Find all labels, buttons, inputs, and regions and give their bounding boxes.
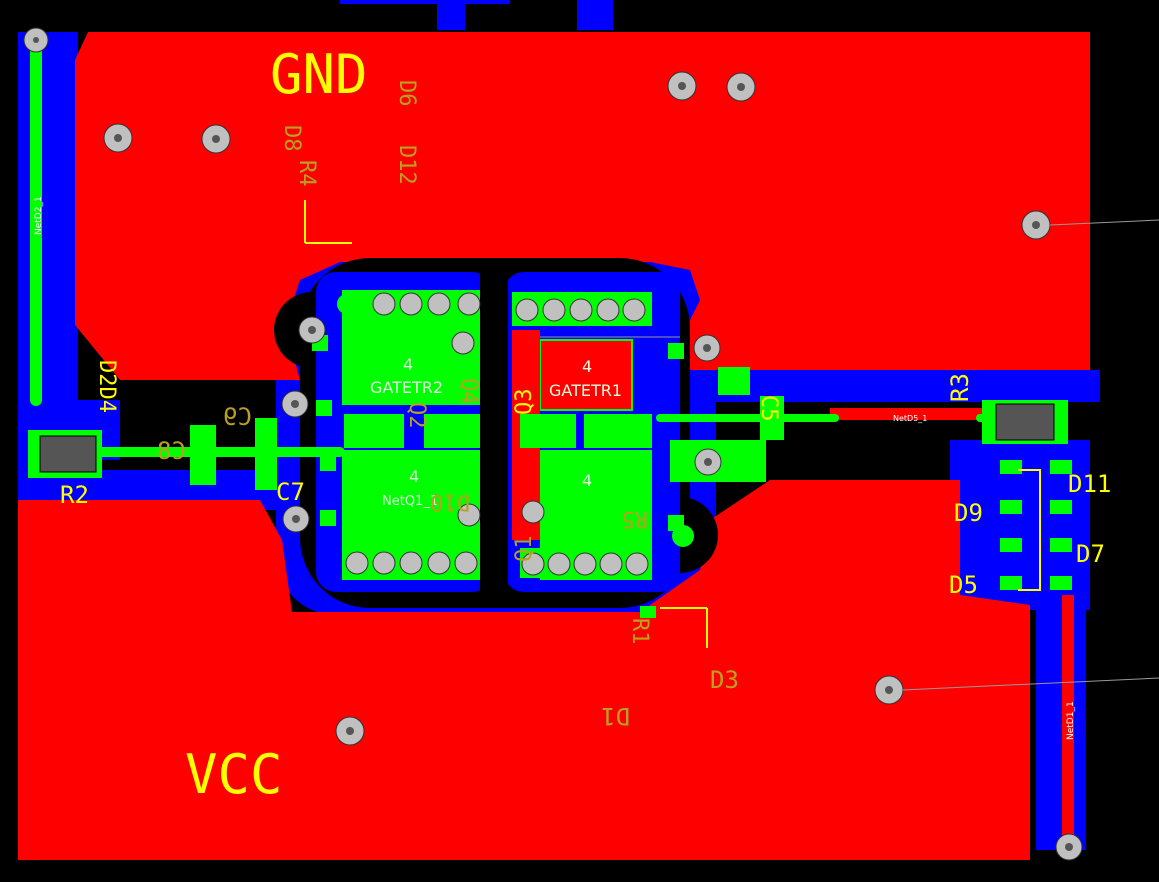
pad-number: 4	[409, 467, 419, 486]
q1-designator: Q1	[512, 536, 537, 563]
r4-designator: R4	[294, 160, 319, 187]
top-copper-layer	[18, 32, 1090, 860]
vias	[23, 27, 1083, 861]
gatetr1-label: GATETR1	[549, 381, 622, 400]
q3-designator: Q3	[512, 389, 537, 416]
vcc-net-label: VCC	[185, 743, 283, 806]
q4-designator: Q4	[456, 378, 481, 405]
pad-number: 4	[403, 355, 413, 374]
c7-designator: C7	[276, 478, 305, 506]
via	[281, 390, 309, 418]
d8-designator: D8	[279, 125, 304, 152]
netd2-label: NetD2_1	[34, 196, 44, 235]
d1-designator: D1	[601, 702, 630, 730]
netd1-label: NetD1_1	[1066, 701, 1076, 740]
c9-designator: C9	[223, 403, 252, 431]
d3-designator: D3	[710, 666, 739, 694]
via	[1021, 210, 1051, 240]
c5-designator: C5	[756, 395, 781, 422]
via	[23, 27, 49, 53]
gatetr2-label: GATETR2	[370, 378, 443, 397]
r5-designator: R5	[622, 506, 649, 531]
via	[726, 72, 756, 102]
d5-designator: D5	[949, 571, 978, 599]
via	[694, 448, 722, 476]
via	[298, 316, 326, 344]
d7-designator: D7	[1076, 540, 1105, 568]
via	[335, 716, 365, 746]
vcc-pour	[18, 480, 1030, 860]
via	[103, 123, 133, 153]
via	[667, 71, 697, 101]
d10-designator: D10	[430, 489, 470, 514]
pad-number: 4	[582, 471, 592, 490]
r3-designator: R3	[946, 373, 974, 402]
gnd-pour	[75, 32, 1090, 380]
r1-designator: R1	[627, 618, 652, 645]
netd5-label: NetD5_1	[893, 414, 927, 423]
via	[282, 505, 310, 533]
d6-designator: D6	[394, 80, 419, 107]
q2-designator: Q2	[404, 402, 429, 429]
gnd-net-label: GND	[270, 43, 368, 106]
silkscreen-outlines	[304, 200, 1041, 648]
via-row	[345, 292, 649, 576]
via	[874, 675, 904, 705]
leader-lines	[540, 219, 1159, 691]
via	[201, 124, 231, 154]
via	[693, 334, 721, 362]
c8-designator: C8	[157, 437, 186, 465]
r2-designator: R2	[60, 481, 89, 509]
d12-designator: D12	[394, 145, 419, 185]
d2d4-designator: D2D4	[94, 360, 119, 413]
via	[1055, 833, 1083, 861]
d9-designator: D9	[954, 499, 983, 527]
pad-number: 4	[582, 357, 592, 376]
d11-designator: D11	[1068, 470, 1111, 498]
netq1-label: NetQ1_1	[382, 494, 438, 509]
